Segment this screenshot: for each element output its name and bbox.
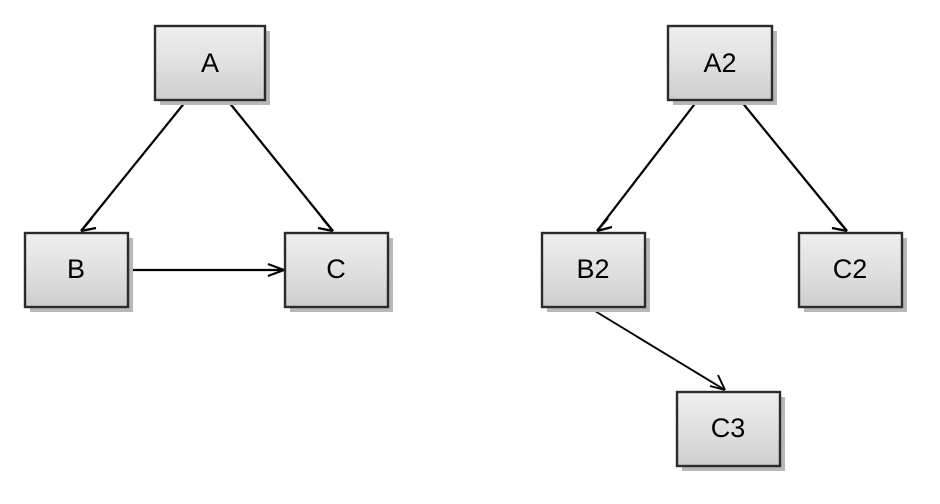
- node-c3[interactable]: C3: [675, 390, 785, 471]
- node-a-box[interactable]: [153, 24, 267, 102]
- node-a2-label: A2: [703, 48, 736, 78]
- edge-a-to-c: [227, 100, 334, 233]
- node-b[interactable]: B: [23, 231, 133, 312]
- edge-b2-to-c3: [589, 307, 726, 391]
- node-b-label: B: [67, 254, 85, 284]
- node-a-label: A: [201, 48, 219, 78]
- edge-a-to-b: [80, 100, 187, 233]
- graph-right: A2 B2 C2 C3: [540, 24, 907, 471]
- node-a[interactable]: A: [153, 24, 270, 105]
- node-a2-box[interactable]: [666, 24, 774, 102]
- node-c2[interactable]: C2: [797, 231, 907, 312]
- node-c[interactable]: C: [283, 231, 393, 312]
- node-b2-box[interactable]: [540, 231, 647, 309]
- node-c-label: C: [326, 254, 346, 284]
- node-c2-label: C2: [833, 254, 868, 284]
- graph-left: A B C: [23, 24, 393, 312]
- node-b2[interactable]: B2: [540, 231, 650, 312]
- node-b2-label: B2: [576, 254, 609, 284]
- node-c2-box[interactable]: [797, 231, 904, 309]
- node-c-box[interactable]: [283, 231, 390, 309]
- node-b-box[interactable]: [23, 231, 130, 309]
- edge-b-to-c: [129, 262, 285, 278]
- edge-a2-to-b2: [596, 100, 698, 233]
- node-c3-label: C3: [711, 413, 746, 443]
- node-a2[interactable]: A2: [666, 24, 777, 105]
- node-c3-box[interactable]: [675, 390, 782, 468]
- edge-a2-to-c2: [740, 100, 848, 233]
